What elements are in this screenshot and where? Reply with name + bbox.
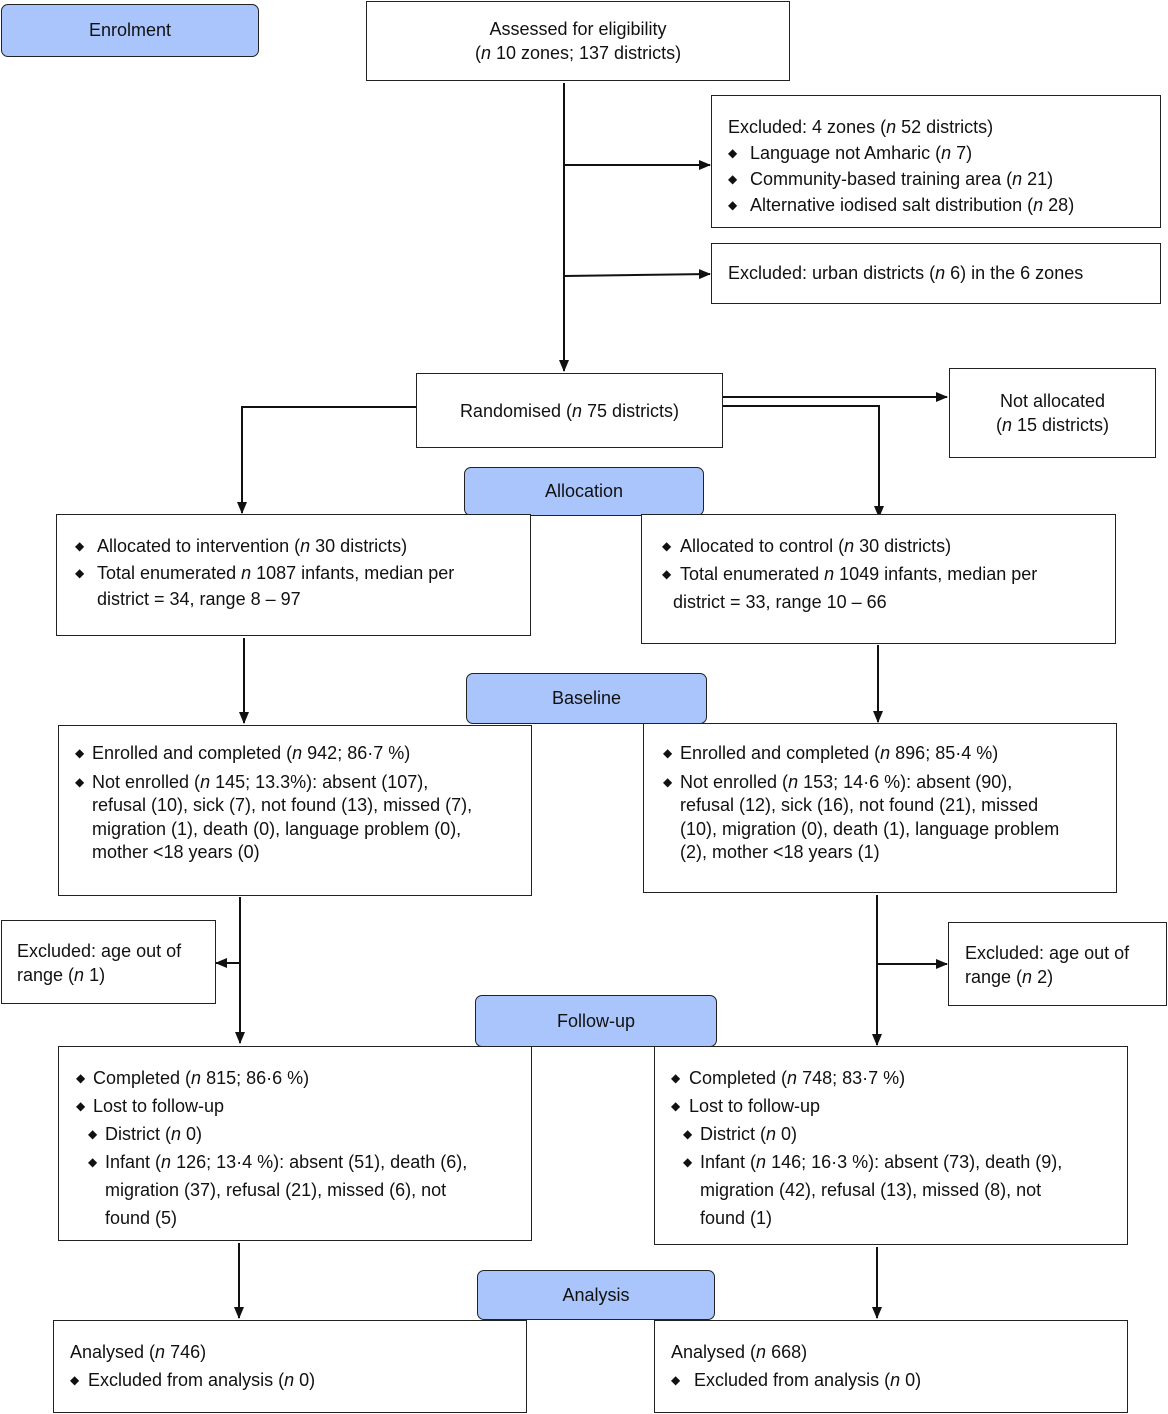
stage-label: Allocation [544,481,624,501]
randomised-box: Randomised (n 75 districts) [416,373,723,448]
excluded-urban-text: Excluded: urban districts (n 6) in the 6… [728,263,1084,283]
arrow-randomised-to-control [723,405,884,518]
excluded-zones-box: Excluded: 4 zones (n 52 districts) Langu… [711,95,1161,228]
intervention-infant-item: Infant (n 126; 13·4 %): absent (51), dea… [88,1148,531,1232]
control-excluded-age-box: Excluded: age out of range (n 2) [948,922,1167,1006]
intervention-enrolled-item: Enrolled and completed (n 942; 86·7 %) [75,742,531,766]
control-lost-item: Lost to follow-up [671,1092,1127,1120]
control-infant-item: Infant (n 146; 16·3 %): absent (73), dea… [683,1148,1127,1232]
intervention-excluded-age-box: Excluded: age out of range (n 1) [1,920,216,1004]
control-analysed: Analysed (n 668) [671,1342,808,1362]
control-baseline-box: Enrolled and completed (n 896; 85·4 %) N… [643,723,1117,893]
intervention-not-enrolled-item: Not enrolled (n 145; 13.3%): absent (107… [75,771,531,865]
arrow-to-excluded-urban [563,269,711,280]
assessed-counts: (n 10 zones; 137 districts) [474,43,682,63]
excluded-age-title: Excluded: age out of [965,943,1130,963]
intervention-allocated-item: Allocated to intervention (n 30 district… [75,532,530,560]
control-allocation-box: Allocated to control (n 30 districts) To… [641,514,1116,644]
control-followup-box: Completed (n 748; 83·7 %) Lost to follow… [654,1046,1128,1245]
stage-allocation: Allocation [464,467,704,516]
excluded-salt-item: Alternative iodised salt distribution (n… [728,192,1160,218]
control-enrolled-item: Enrolled and completed (n 896; 85·4 %) [663,742,1116,766]
excluded-urban-box: Excluded: urban districts (n 6) in the 6… [711,243,1161,304]
control-allocated-item: Allocated to control (n 30 districts) [662,532,1115,560]
not-allocated-count: (n 15 districts) [995,415,1110,435]
stage-baseline: Baseline [466,673,707,724]
intervention-lost-item: Lost to follow-up [76,1092,531,1120]
control-excluded-analysis-item: Excluded from analysis (n 0) [671,1366,1127,1394]
control-district-item: District (n 0) [683,1120,1127,1148]
intervention-baseline-box: Enrolled and completed (n 942; 86·7 %) N… [58,725,532,896]
control-analysis-box: Analysed (n 668) Excluded from analysis … [654,1320,1128,1413]
arrow-randomised-to-intervention [237,406,416,514]
stage-label: Baseline [551,688,622,708]
not-allocated-title: Not allocated [999,391,1106,411]
stage-label: Enrolment [88,20,172,40]
excluded-training-item: Community-based training area (n 21) [728,166,1160,192]
excluded-age-count: range (n 1) [17,965,106,985]
excluded-age-title: Excluded: age out of [17,941,182,961]
excluded-zones-title: Excluded: 4 zones (n 52 districts) [728,117,994,137]
intervention-analysis-box: Analysed (n 746) Excluded from analysis … [53,1320,527,1413]
control-not-enrolled-item: Not enrolled (n 153; 14·6 %): absent (90… [663,771,1116,865]
intervention-enumerated-item: Total enumerated n 1087 infants, median … [75,560,530,612]
intervention-excluded-analysis-item: Excluded from analysis (n 0) [70,1366,526,1394]
control-enumerated-item: Total enumerated n 1049 infants, median … [662,560,1115,588]
intervention-allocation-box: Allocated to intervention (n 30 district… [56,514,531,636]
control-enumerated-line2: district = 33, range 10 – 66 [673,592,887,612]
intervention-district-item: District (n 0) [88,1120,531,1148]
excluded-age-count: range (n 2) [965,967,1054,987]
intervention-analysed: Analysed (n 746) [70,1342,207,1362]
intervention-followup-box: Completed (n 815; 86·6 %) Lost to follow… [58,1046,532,1241]
assessed-title: Assessed for eligibility [489,19,667,39]
assessed-box: Assessed for eligibility (n 10 zones; 13… [366,1,790,81]
stage-enrolment: Enrolment [1,4,259,57]
randomised-text: Randomised (n 75 districts) [459,400,680,421]
stage-analysis: Analysis [477,1270,715,1320]
excluded-language-item: Language not Amharic (n 7) [728,140,1160,166]
intervention-completed-item: Completed (n 815; 86·6 %) [76,1064,531,1092]
stage-followup: Follow-up [475,995,717,1047]
stage-label: Follow-up [556,1010,636,1031]
stage-label: Analysis [562,1284,630,1305]
control-completed-item: Completed (n 748; 83·7 %) [671,1064,1127,1092]
not-allocated-box: Not allocated (n 15 districts) [949,368,1156,458]
